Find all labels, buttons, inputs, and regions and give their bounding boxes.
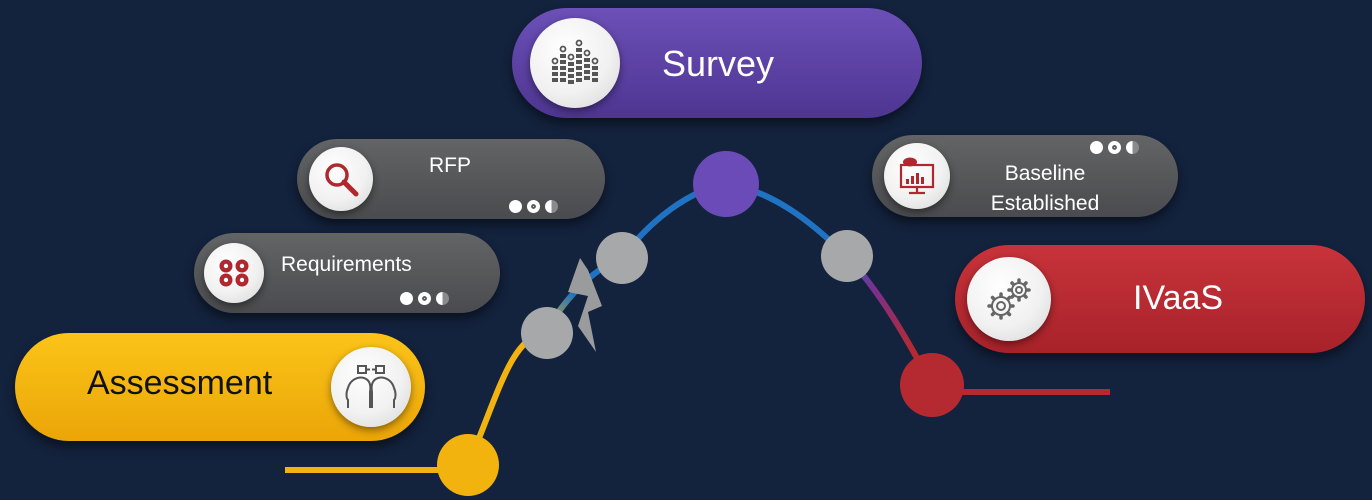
dot-full xyxy=(1090,141,1103,154)
node-baseline xyxy=(821,230,873,282)
assessment-label: Assessment xyxy=(87,364,273,402)
step-rfp: RFP xyxy=(297,139,605,219)
node-survey xyxy=(693,151,759,217)
step-requirements: Requirements xyxy=(194,233,500,313)
rfp-dots xyxy=(509,200,558,213)
bar-chart-icon xyxy=(530,18,620,108)
arc-left xyxy=(465,181,727,467)
monitor-chart-icon xyxy=(884,143,950,209)
requirements-dots xyxy=(400,292,449,305)
dot-full xyxy=(509,200,522,213)
step-survey: Survey xyxy=(512,8,922,118)
rfp-label: RFP xyxy=(429,154,471,177)
gears-icon xyxy=(967,257,1051,341)
dot-half xyxy=(436,292,449,305)
dot-ring xyxy=(1108,141,1121,154)
ivaas-label: IVaaS xyxy=(1133,279,1224,317)
node-end xyxy=(900,353,964,417)
magnifier-icon xyxy=(309,147,373,211)
dot-half xyxy=(545,200,558,213)
baseline-dots xyxy=(1090,141,1139,154)
baseline-label-line1: Baseline xyxy=(1004,162,1086,185)
dot-ring xyxy=(527,200,540,213)
heads-plug-icon xyxy=(331,347,411,427)
step-baseline-established: Baseline Established xyxy=(872,135,1178,217)
gears-cluster-icon xyxy=(204,243,264,303)
step-ivaas: IVaaS xyxy=(955,245,1365,353)
dot-ring xyxy=(418,292,431,305)
baseline-label: Baseline Established xyxy=(970,159,1120,219)
node-requirements xyxy=(521,307,573,359)
step-assessment: Assessment xyxy=(15,333,425,441)
baseline-label-line2: Established xyxy=(990,192,1100,215)
survey-label: Survey xyxy=(662,43,775,84)
requirements-label: Requirements xyxy=(281,253,412,276)
dot-half xyxy=(1126,141,1139,154)
dot-full xyxy=(400,292,413,305)
node-start xyxy=(437,434,499,496)
break-bolt-icon xyxy=(568,258,602,352)
node-rfp xyxy=(596,232,648,284)
